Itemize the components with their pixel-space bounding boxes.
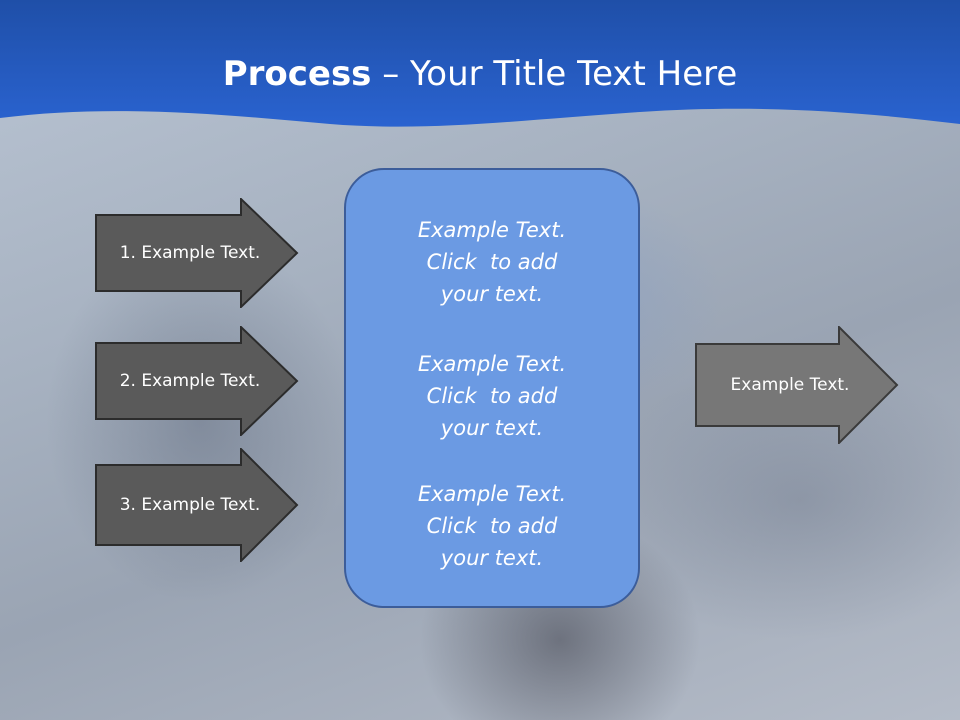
center-text-block: Example Text. Click to add your text.	[346, 214, 638, 310]
title-rest: – Your Title Text Here	[371, 54, 738, 94]
text-line: Click to add	[426, 250, 558, 274]
right-arrow[interactable]: Example Text.	[695, 326, 899, 444]
slide-title: Process – Your Title Text Here	[0, 52, 960, 96]
text-line: your text.	[440, 416, 544, 440]
text-line: Example Text.	[417, 482, 567, 506]
arrow-shape	[695, 326, 899, 444]
left-arrow-label: 1. Example Text.	[119, 243, 261, 263]
left-arrow-label: 3. Example Text.	[119, 495, 261, 515]
header-banner	[0, 0, 960, 127]
center-text-block: Example Text. Click to add your text.	[346, 478, 638, 574]
text-line: your text.	[440, 546, 544, 570]
text-line: Click to add	[426, 384, 558, 408]
left-arrow-2[interactable]: 2. Example Text.	[95, 326, 299, 436]
text-line: Example Text.	[417, 352, 567, 376]
text-line: Example Text.	[417, 218, 567, 242]
arrow-shape	[95, 198, 299, 308]
arrow-shape	[95, 326, 299, 436]
left-arrow-3[interactable]: 3. Example Text.	[95, 448, 299, 562]
right-arrow-label: Example Text.	[730, 375, 850, 395]
text-line: your text.	[440, 282, 544, 306]
arrow-shape	[95, 448, 299, 562]
text-line: Click to add	[426, 514, 558, 538]
left-arrow-1[interactable]: 1. Example Text.	[95, 198, 299, 308]
center-text-block: Example Text. Click to add your text.	[346, 348, 638, 444]
left-arrow-label: 2. Example Text.	[119, 371, 261, 391]
center-text-box[interactable]: Example Text. Click to add your text. Ex…	[344, 168, 640, 608]
title-bold: Process	[222, 54, 372, 94]
